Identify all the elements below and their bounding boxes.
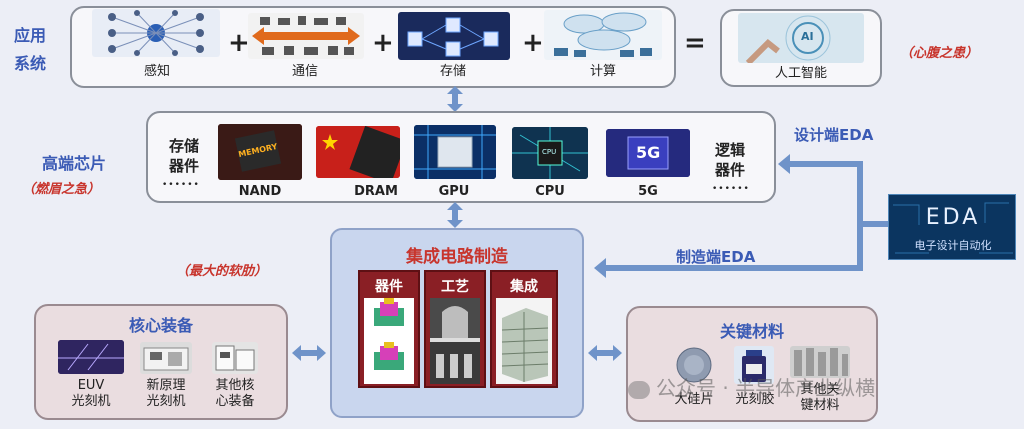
double-arrow-apps-chips bbox=[446, 86, 464, 112]
storage-cubes-icon bbox=[398, 12, 510, 60]
double-arrow-chips-fab bbox=[446, 202, 464, 228]
watermark-text: 公众号 · 半导体产业纵横 bbox=[656, 376, 875, 400]
computing-cloud-icon bbox=[544, 10, 662, 60]
chip-dram-label: DRAM bbox=[344, 184, 408, 199]
watermark: 公众号 · 半导体产业纵横 bbox=[628, 372, 875, 401]
app-system-label: 应用 系统 bbox=[14, 22, 46, 78]
device-image bbox=[364, 298, 414, 384]
ai-note: （心腹之患） bbox=[900, 42, 978, 61]
chip-section-label: 高端芯片 bbox=[42, 150, 106, 174]
fab-note: （最大的软肋） bbox=[176, 260, 267, 279]
chip-gpu-label: GPU bbox=[422, 184, 486, 199]
ai-label: 人工智能 bbox=[756, 66, 846, 82]
equipment-title: 核心装备 bbox=[34, 312, 288, 336]
equip-new-litho-label: 新原理 光刻机 bbox=[130, 378, 202, 410]
memory-devices-label: 存储 器件 bbox=[158, 136, 210, 176]
other-equipment-image bbox=[212, 342, 258, 374]
dram-flag-icon bbox=[316, 126, 400, 178]
materials-title: 关键材料 bbox=[626, 318, 878, 342]
chip-note: （燃眉之急） bbox=[22, 178, 100, 197]
eda-title: EDA bbox=[889, 205, 1017, 230]
eda-subtitle: 电子设计自动化 bbox=[889, 237, 1017, 253]
app-computing-label: 计算 bbox=[568, 64, 638, 80]
new-litho-line1: 新原理 bbox=[130, 378, 202, 394]
communication-arrow-icon bbox=[248, 13, 364, 59]
gpu-chip-icon bbox=[414, 125, 496, 179]
plus-sign-3: + bbox=[522, 28, 544, 58]
memory-label-line2: 器件 bbox=[158, 156, 210, 176]
other-equipment-icon bbox=[212, 342, 258, 374]
memory-dots: •••••• bbox=[162, 180, 200, 190]
new-litho-machine-icon bbox=[140, 342, 192, 374]
new-litho-line2: 光刻机 bbox=[130, 394, 202, 410]
fab-device-label: 器件 bbox=[360, 276, 418, 296]
cpu-image-text: CPU bbox=[542, 148, 556, 156]
ai-image-text: AI bbox=[801, 30, 814, 43]
ai-image: AI bbox=[738, 13, 864, 63]
storage-image bbox=[398, 12, 510, 60]
app-label-line1: 应用 bbox=[14, 22, 46, 50]
app-communication-label: 通信 bbox=[270, 64, 340, 80]
new-litho-image bbox=[140, 342, 192, 374]
integration-image bbox=[496, 298, 552, 384]
nand-image: MEMORY bbox=[218, 124, 302, 180]
computing-image bbox=[544, 10, 662, 60]
chip-nand-label: NAND bbox=[228, 184, 292, 199]
sensing-network-icon bbox=[92, 9, 220, 57]
double-arrow-fab-materials bbox=[588, 344, 622, 362]
fab-title: 集成电路制造 bbox=[330, 242, 584, 267]
euv-line1: EUV bbox=[52, 378, 130, 394]
app-label-line2: 系统 bbox=[14, 50, 46, 78]
fab-col-process: 工艺 bbox=[424, 270, 486, 388]
euv-image bbox=[58, 340, 124, 374]
transistor-icon bbox=[364, 298, 414, 384]
sensing-image bbox=[92, 9, 220, 57]
fab-process-label: 工艺 bbox=[426, 276, 484, 296]
equip-other-label: 其他核 心装备 bbox=[202, 378, 268, 410]
process-sem-icon bbox=[430, 298, 480, 384]
dram-image bbox=[316, 126, 400, 178]
equals-sign: = bbox=[684, 28, 706, 58]
plus-sign-1: + bbox=[228, 28, 250, 58]
equip-euv-label: EUV 光刻机 bbox=[52, 378, 130, 410]
chip-cpu-label: CPU bbox=[518, 184, 582, 199]
process-image bbox=[430, 298, 480, 384]
communication-image bbox=[248, 13, 364, 59]
double-arrow-equipment-fab bbox=[292, 344, 326, 362]
euv-machine-icon bbox=[58, 340, 124, 374]
mfg-eda-label: 制造端EDA bbox=[676, 246, 755, 267]
fab-integration-label: 集成 bbox=[492, 276, 556, 296]
3d-stack-icon bbox=[496, 298, 552, 384]
euv-line2: 光刻机 bbox=[52, 394, 130, 410]
memory-label-line1: 存储 bbox=[158, 136, 210, 156]
other-equip-line1: 其他核 bbox=[202, 378, 268, 394]
cpu-image: CPU bbox=[512, 127, 588, 179]
fab-col-integration: 集成 bbox=[490, 270, 558, 388]
eda-box: EDA 电子设计自动化 bbox=[888, 194, 1016, 260]
gpu-image bbox=[414, 125, 496, 179]
app-storage-label: 存储 bbox=[418, 64, 488, 80]
other-equip-line2: 心装备 bbox=[202, 394, 268, 410]
app-sensing-label: 感知 bbox=[122, 64, 192, 80]
wechat-icon bbox=[628, 381, 650, 399]
plus-sign-2: + bbox=[372, 28, 394, 58]
fab-col-device: 器件 bbox=[358, 270, 420, 388]
